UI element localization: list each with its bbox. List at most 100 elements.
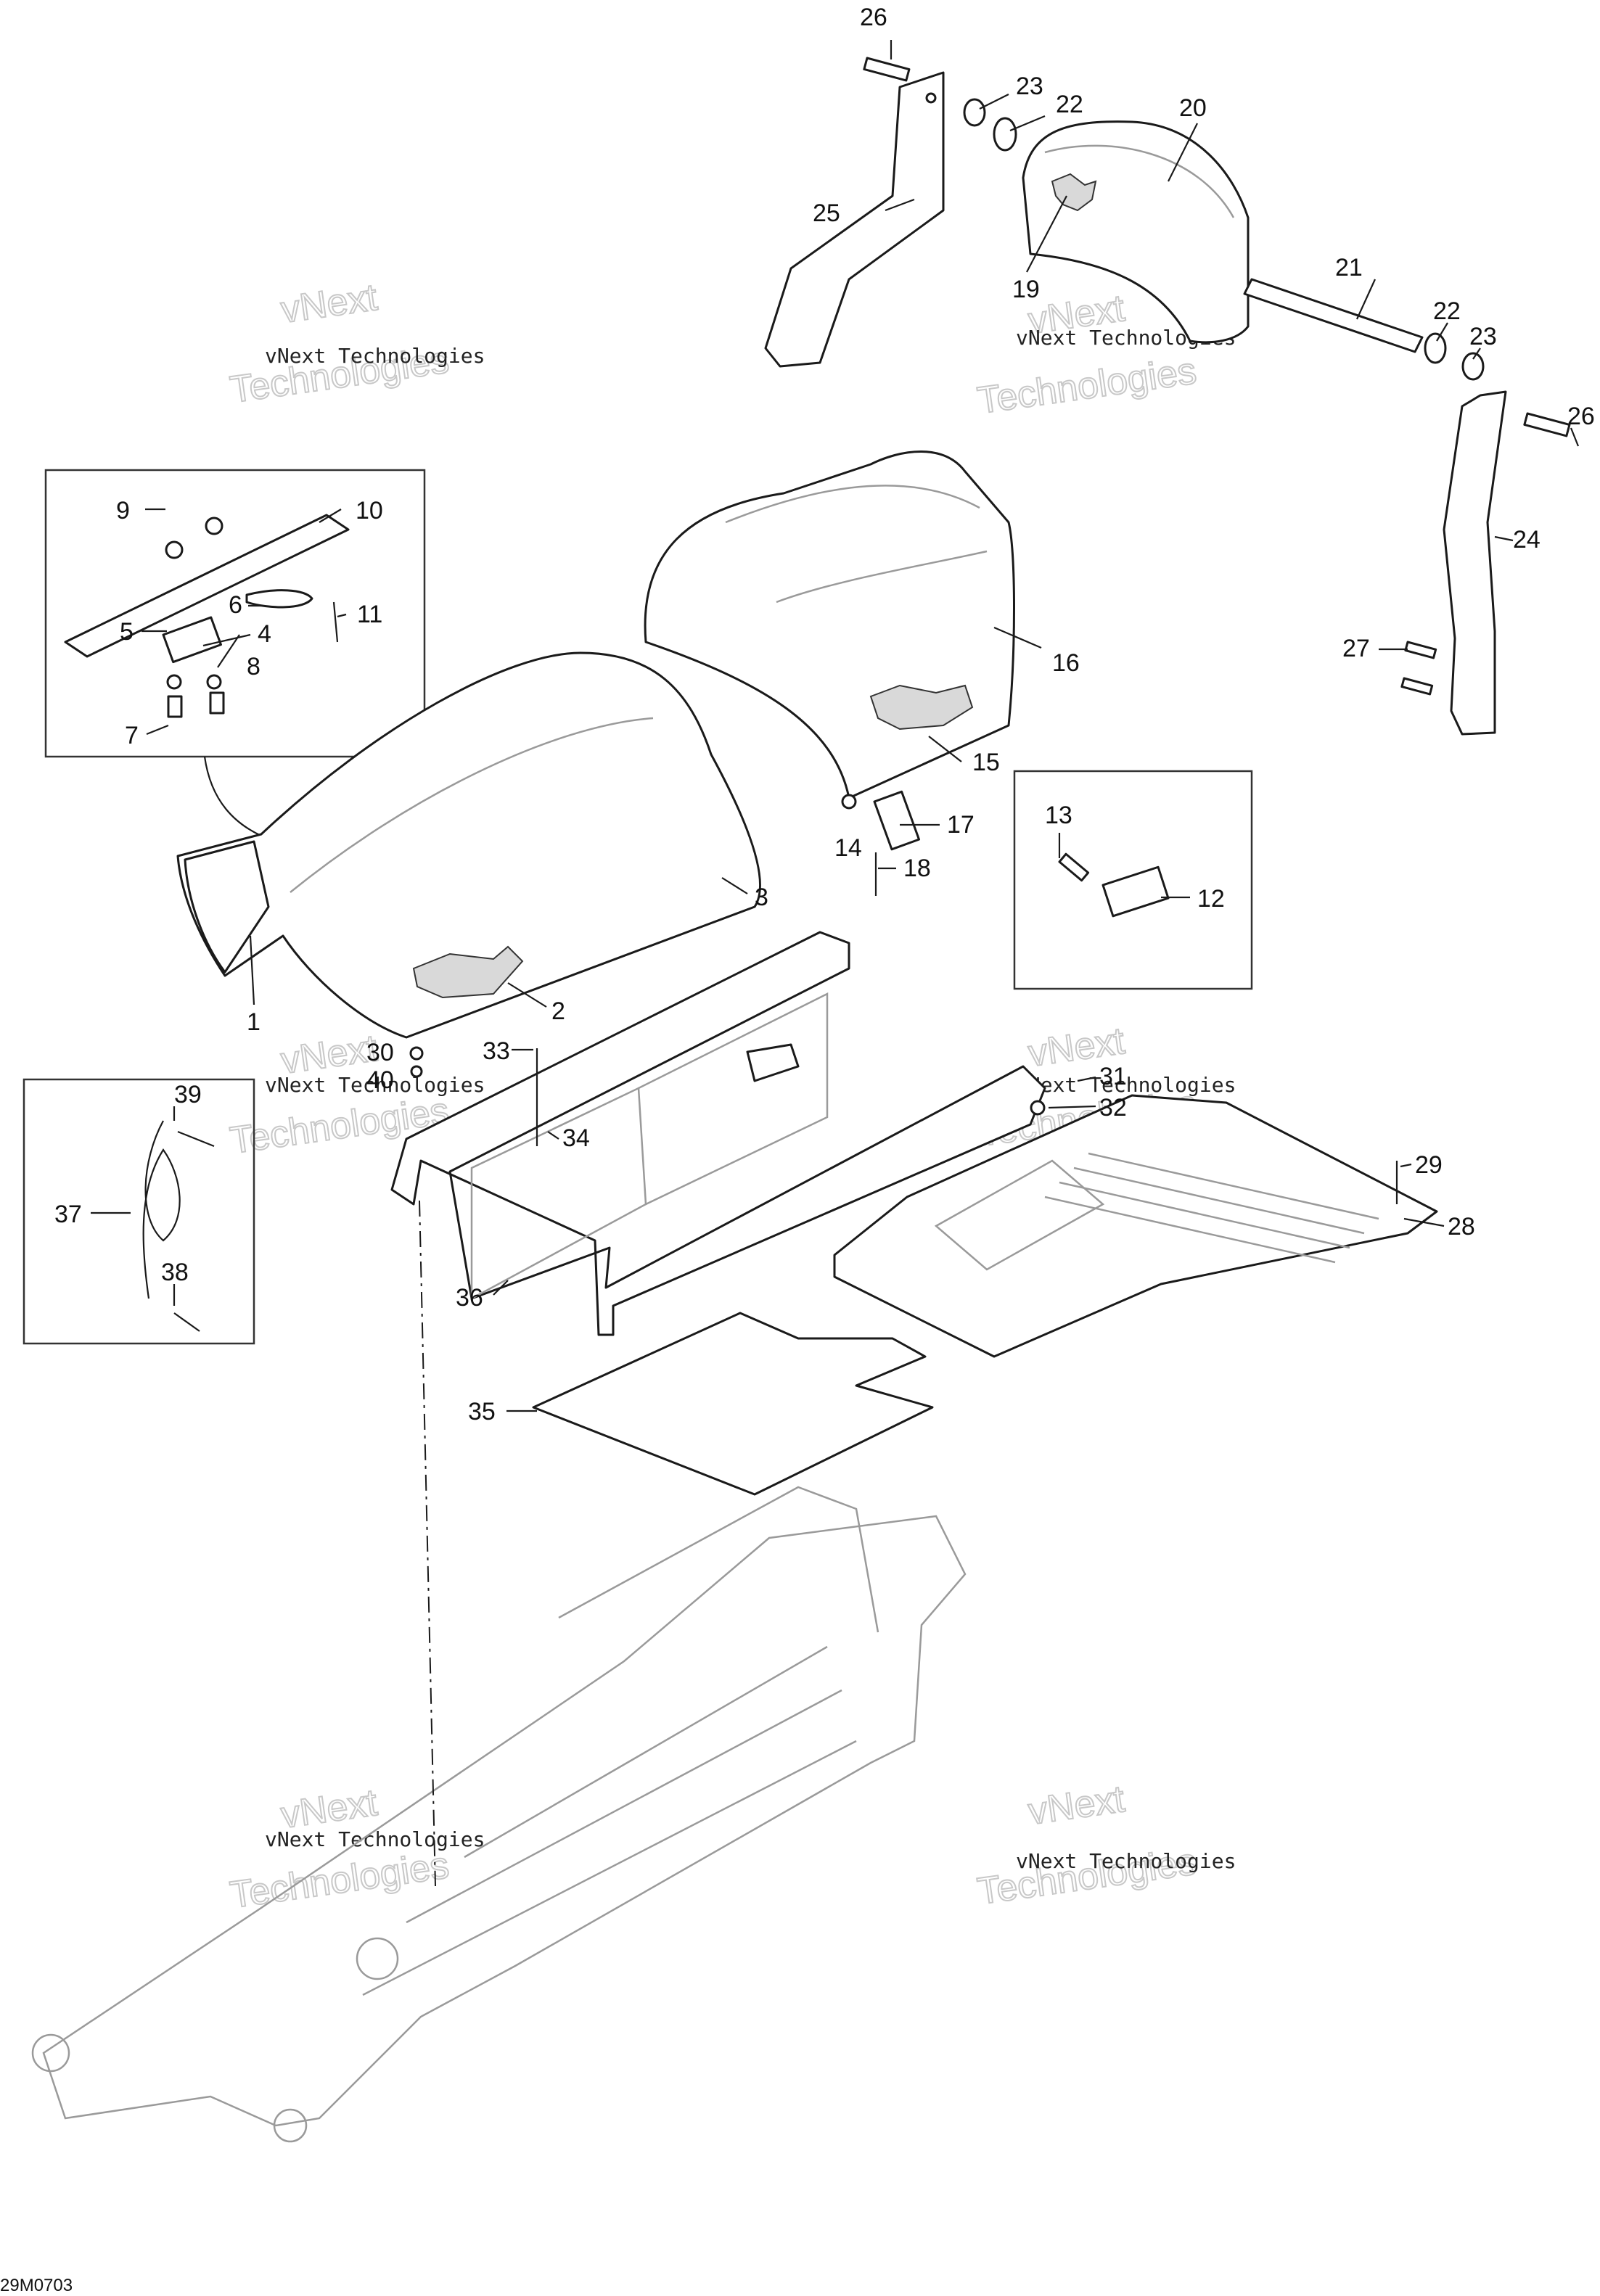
- callout-22: 22: [1433, 297, 1461, 325]
- watermark-small: vNext Technologies: [265, 344, 485, 368]
- cargo-box-assembly: [644, 450, 1015, 896]
- callout-25: 25: [813, 199, 840, 227]
- seat-latch-detail-box: [44, 469, 426, 758]
- watermark-small: vNext Technologies: [1016, 1073, 1236, 1097]
- tray-recess: [934, 1159, 1105, 1271]
- cable-37: [142, 1120, 181, 1299]
- callout-19: 19: [1012, 276, 1040, 303]
- leader-lines: [91, 40, 1580, 1412]
- callout-12: 12: [1197, 885, 1225, 913]
- latch-4: [162, 616, 222, 664]
- callout-13: 13: [1045, 802, 1072, 829]
- watermark-big-top: vNext: [1026, 1778, 1128, 1833]
- tray-rib: [1044, 1196, 1336, 1264]
- leader-23: [979, 94, 1009, 110]
- mat-35: [532, 1312, 934, 1496]
- hinge-detail-box: [1013, 770, 1253, 990]
- callout-2: 2: [551, 997, 565, 1025]
- leader-21: [1355, 279, 1377, 320]
- leader-22b: [1436, 322, 1448, 342]
- callout-26: 26: [860, 4, 887, 31]
- chassis-rail: [406, 1689, 842, 1924]
- rod-21: [1243, 278, 1424, 353]
- cargo-seam: [776, 550, 988, 604]
- cargo-label-15: [869, 684, 974, 731]
- seat-base-frame: [390, 931, 1046, 1336]
- callout-10: 10: [356, 497, 383, 524]
- callout-34: 34: [562, 1124, 590, 1152]
- seat-assembly: [176, 651, 761, 1039]
- bracket-25: [764, 71, 945, 368]
- leader-29: [1400, 1163, 1412, 1168]
- spacer-23b: [1461, 352, 1485, 381]
- callout-35: 35: [468, 1398, 496, 1425]
- backrest-pad-20: [1022, 120, 1250, 344]
- screw-7b: [209, 691, 225, 715]
- bracket-hole: [925, 92, 937, 104]
- chassis-outline: [42, 1515, 967, 2127]
- leader-1: [249, 935, 255, 1005]
- washer-22b: [1424, 332, 1447, 364]
- screw-27a: [1404, 641, 1437, 659]
- chassis-rail: [558, 1486, 879, 1633]
- callout-28: 28: [1448, 1213, 1475, 1240]
- callout-21: 21: [1335, 254, 1363, 281]
- callout-4: 4: [258, 620, 271, 648]
- leader-2: [507, 982, 547, 1008]
- callout-32: 32: [1099, 1094, 1127, 1122]
- rail-10: [64, 514, 350, 658]
- chassis-mount: [356, 1937, 399, 1980]
- leader-4: [202, 633, 251, 647]
- callout-1: 1: [247, 1008, 260, 1036]
- rivet-11: [332, 601, 339, 643]
- callout-26: 26: [1567, 403, 1595, 430]
- backrest-assembly: [764, 57, 1571, 736]
- callout-27: 27: [1342, 635, 1370, 662]
- hinge-detail: [1013, 770, 1253, 990]
- screw-7: [167, 695, 183, 718]
- cable-detail: [22, 1078, 255, 1345]
- leader-34: [547, 1131, 559, 1140]
- alignment-line: [419, 1200, 436, 1887]
- callout-labels: 26 23 22 20 25 19 21 22 23 26 24 27 16 1…: [0, 4, 1595, 2295]
- callout-18: 18: [903, 855, 931, 882]
- tray-rib: [1088, 1152, 1379, 1220]
- strap-6: [245, 589, 313, 609]
- leader-25: [885, 198, 915, 212]
- callout-15: 15: [972, 749, 1000, 776]
- callout-6: 6: [229, 591, 242, 619]
- callout-9: 9: [116, 497, 130, 524]
- leader-28: [1403, 1217, 1445, 1227]
- detail-arrow: [203, 756, 276, 843]
- cable-detail-box: [22, 1078, 255, 1345]
- callout-11: 11: [357, 601, 382, 628]
- watermark-small: vNext Technologies: [265, 1073, 485, 1097]
- hinge-17: [873, 790, 921, 851]
- seat-seam: [290, 717, 654, 893]
- screw-27b: [1400, 677, 1434, 696]
- washer-8b: [206, 674, 222, 690]
- watermark-small: vNext Technologies: [1016, 1849, 1236, 1873]
- callout-30: 30: [366, 1039, 394, 1066]
- callout-23: 23: [1016, 73, 1043, 100]
- chassis-rail: [362, 1740, 857, 1996]
- seat-3: [176, 651, 761, 1039]
- frame-panel: [638, 992, 829, 1206]
- chassis-mount: [273, 2108, 308, 2143]
- watermark-big-bottom: Technologies: [975, 350, 1199, 422]
- bracket-part: [746, 1043, 800, 1082]
- backrest-seam: [1044, 144, 1235, 218]
- cargo-seam: [725, 485, 980, 524]
- leader-8: [217, 634, 240, 668]
- rivet-39: [177, 1130, 215, 1148]
- callout-8: 8: [247, 653, 260, 680]
- callout-20: 20: [1179, 94, 1207, 122]
- bolt-26: [863, 57, 911, 82]
- callout-14: 14: [834, 834, 862, 862]
- seat-front-1: [184, 840, 270, 974]
- leader-7: [146, 724, 169, 736]
- callout-22: 22: [1056, 91, 1083, 118]
- leader-11: [337, 613, 347, 618]
- nut-9: [165, 540, 184, 559]
